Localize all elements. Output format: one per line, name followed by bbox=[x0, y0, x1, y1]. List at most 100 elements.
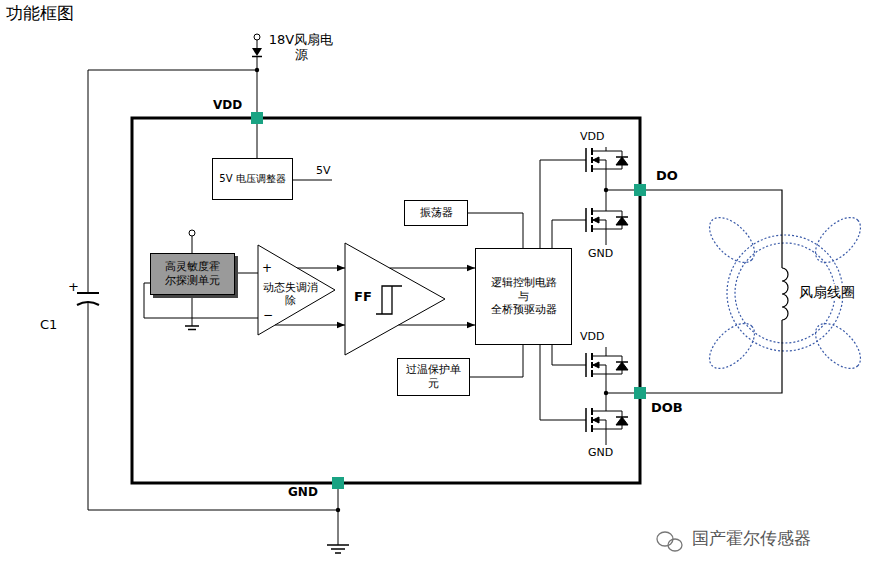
fan-outline bbox=[702, 316, 763, 377]
logic-driver-box: 逻辑控制电路 与 全桥预驱动器 bbox=[475, 248, 572, 345]
capacitor-symbol bbox=[77, 293, 99, 305]
block-text: FF bbox=[351, 290, 375, 303]
signal-wire bbox=[399, 325, 475, 326]
hysteresis-symbol bbox=[382, 286, 402, 314]
block-text: 过温保护单元 bbox=[404, 363, 464, 391]
capacitor-label: C1 bbox=[40, 318, 57, 333]
watermark-icon bbox=[657, 532, 682, 551]
rail-name: GND bbox=[588, 447, 613, 460]
polarity-sign: + bbox=[68, 280, 79, 295]
triangle-outline bbox=[345, 243, 445, 355]
block-text: 振荡器 bbox=[420, 206, 453, 220]
diode-symbol bbox=[252, 48, 262, 56]
hysteresis-symbol bbox=[376, 286, 402, 314]
gate-wiring bbox=[540, 160, 586, 248]
thermal-protect-box: 过温保护单元 bbox=[397, 358, 470, 396]
pin-name: DO bbox=[656, 169, 678, 184]
diode-symbol bbox=[252, 48, 262, 57]
supply-wiring bbox=[257, 56, 258, 112]
fan-outline bbox=[702, 210, 869, 377]
ground-symbol bbox=[331, 548, 345, 550]
sensor-wiring bbox=[192, 236, 193, 253]
supply-wiring bbox=[88, 34, 338, 545]
ground-symbol bbox=[188, 329, 196, 331]
supply-wiring bbox=[293, 180, 332, 181]
output-bridge bbox=[606, 347, 607, 356]
pin-pad bbox=[332, 477, 344, 489]
pin-pad bbox=[251, 112, 646, 489]
ground-symbol bbox=[335, 552, 341, 554]
supply-wiring bbox=[88, 302, 338, 510]
junction-dot bbox=[255, 68, 608, 512]
rail-name: GND bbox=[588, 248, 613, 261]
signal-wire bbox=[390, 268, 475, 269]
input-sign: − bbox=[263, 309, 273, 323]
chip-outline bbox=[132, 118, 640, 483]
gate-wiring bbox=[552, 345, 586, 365]
comparator-triangle: FF bbox=[345, 243, 445, 355]
pin-pad bbox=[251, 112, 263, 124]
coil-wiring bbox=[646, 320, 782, 393]
coil-wiring bbox=[646, 190, 788, 393]
coil-label: 风扇线圈 bbox=[797, 284, 857, 300]
signal-wire bbox=[468, 213, 523, 248]
output-bridge bbox=[606, 229, 607, 245]
ground-symbol bbox=[185, 325, 199, 327]
pin-name: VDD bbox=[213, 99, 242, 113]
figure-title: 功能框图 bbox=[6, 4, 74, 24]
chip-outline bbox=[132, 118, 640, 483]
output-bridge bbox=[606, 429, 607, 445]
pin-name: DOB bbox=[651, 401, 683, 416]
junction-dot bbox=[336, 508, 340, 512]
gate-wiring bbox=[540, 345, 586, 420]
oscillator-box: 振荡器 bbox=[404, 200, 468, 226]
ground-symbol bbox=[192, 295, 193, 326]
coil-wiring bbox=[782, 268, 788, 320]
regulator-box: 5V 电压调整器 bbox=[212, 158, 293, 200]
pin-name: GND bbox=[288, 486, 318, 500]
output-bridge bbox=[586, 353, 628, 377]
gate-wiring bbox=[552, 220, 586, 248]
signal-wire bbox=[470, 345, 523, 377]
ground-symbol bbox=[327, 544, 349, 546]
sensor-wiring bbox=[189, 230, 195, 253]
rail-name: VDD bbox=[580, 131, 604, 144]
triangle-outline bbox=[258, 245, 335, 335]
input-sign: + bbox=[262, 262, 272, 276]
coil-wiring bbox=[646, 190, 782, 268]
output-bridge bbox=[586, 148, 628, 172]
ground-symbol bbox=[185, 295, 349, 553]
watermark-icon bbox=[668, 539, 682, 551]
pin-pad bbox=[634, 184, 646, 196]
signal-wire bbox=[297, 268, 345, 269]
sensor-wiring bbox=[189, 230, 195, 236]
block-text: 动态失调消除 bbox=[262, 281, 319, 307]
signal-name: 5V bbox=[316, 165, 331, 178]
block-text: 逻辑控制电路 与 全桥预驱动器 bbox=[488, 276, 560, 317]
supply-label: 18V风扇电源 bbox=[266, 33, 336, 63]
supply-wiring bbox=[338, 489, 339, 545]
supply-wiring bbox=[257, 124, 258, 158]
capacitor-symbol bbox=[77, 292, 99, 294]
hysteresis-symbol bbox=[376, 286, 392, 314]
block-text: 5V 电压调整器 bbox=[219, 173, 285, 186]
supply-wiring bbox=[254, 34, 260, 40]
diode-symbol bbox=[252, 56, 262, 58]
junction-dot bbox=[255, 68, 259, 72]
rail-name: VDD bbox=[580, 331, 604, 344]
capacitor-symbol bbox=[77, 302, 99, 305]
fan-outline bbox=[702, 210, 763, 271]
pin-pad bbox=[634, 387, 646, 399]
output-bridge bbox=[606, 190, 634, 191]
fan-outline bbox=[808, 210, 869, 271]
watermark: 国产霍尔传感器 bbox=[692, 529, 811, 549]
output-bridge bbox=[586, 208, 628, 232]
output-bridge bbox=[606, 393, 634, 394]
signal-wire bbox=[235, 273, 258, 274]
output-bridge bbox=[606, 147, 607, 151]
output-bridge bbox=[586, 408, 628, 432]
